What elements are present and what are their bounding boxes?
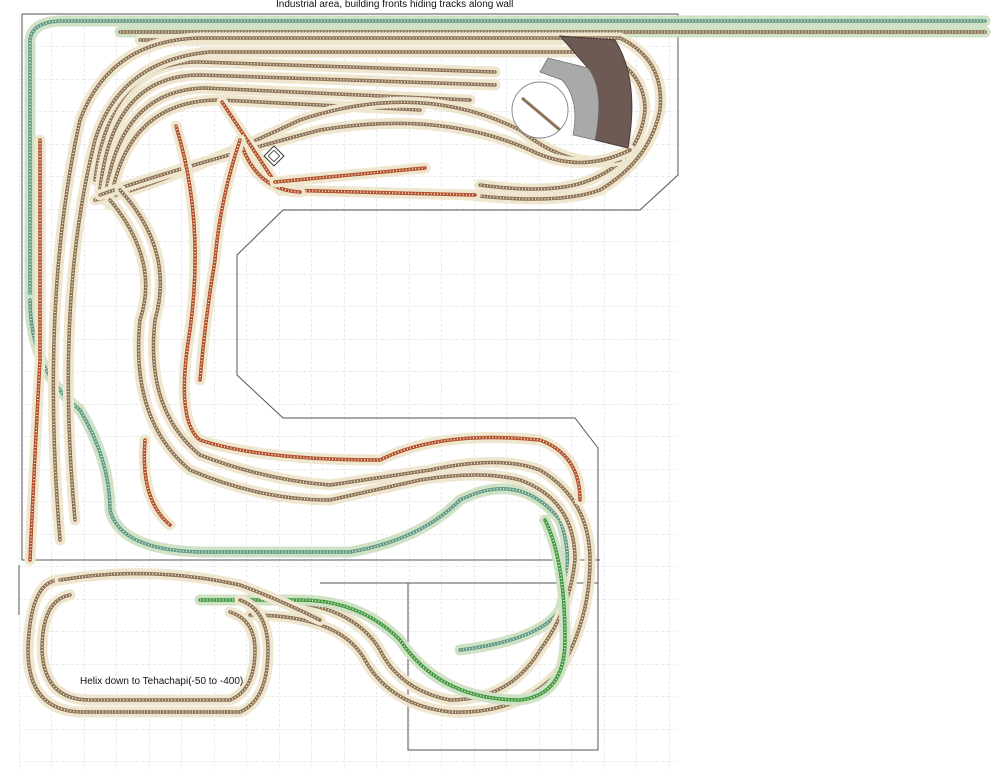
diamond-marker-icon <box>263 145 285 167</box>
helix-label: Helix down to Tehachapi(-50 to -400) <box>80 676 244 687</box>
inner-loop-2[interactable] <box>114 184 596 718</box>
loop-4[interactable] <box>94 117 636 201</box>
industrial-area-label: Industrial area, building fronts hiding … <box>276 0 514 10</box>
loop-2[interactable] <box>62 46 651 526</box>
yard-track-4[interactable] <box>104 94 426 211</box>
loop-outer[interactable] <box>47 32 666 546</box>
red-spur-4[interactable] <box>194 134 246 386</box>
roundhouse[interactable] <box>511 35 633 149</box>
track-layer <box>22 15 991 718</box>
green-mainline[interactable] <box>194 514 571 706</box>
roundhouse-stalls <box>539 57 600 141</box>
helix-outer[interactable] <box>22 574 274 718</box>
helix-connector[interactable] <box>54 568 326 626</box>
benchwork-outline <box>18 13 679 751</box>
yard-track-2[interactable] <box>94 69 501 196</box>
red-spur-3[interactable] <box>234 134 306 198</box>
turntable-bridge <box>521 96 561 132</box>
red-left-wall[interactable] <box>24 134 46 566</box>
red-lower[interactable] <box>138 434 176 531</box>
inner-loop[interactable] <box>104 194 581 706</box>
red-spur-1[interactable] <box>170 120 586 506</box>
yard-track-3[interactable] <box>99 82 476 206</box>
red-spur-5[interactable] <box>269 162 431 188</box>
helix-inner[interactable] <box>36 589 261 706</box>
top-wall-track[interactable] <box>24 15 991 306</box>
